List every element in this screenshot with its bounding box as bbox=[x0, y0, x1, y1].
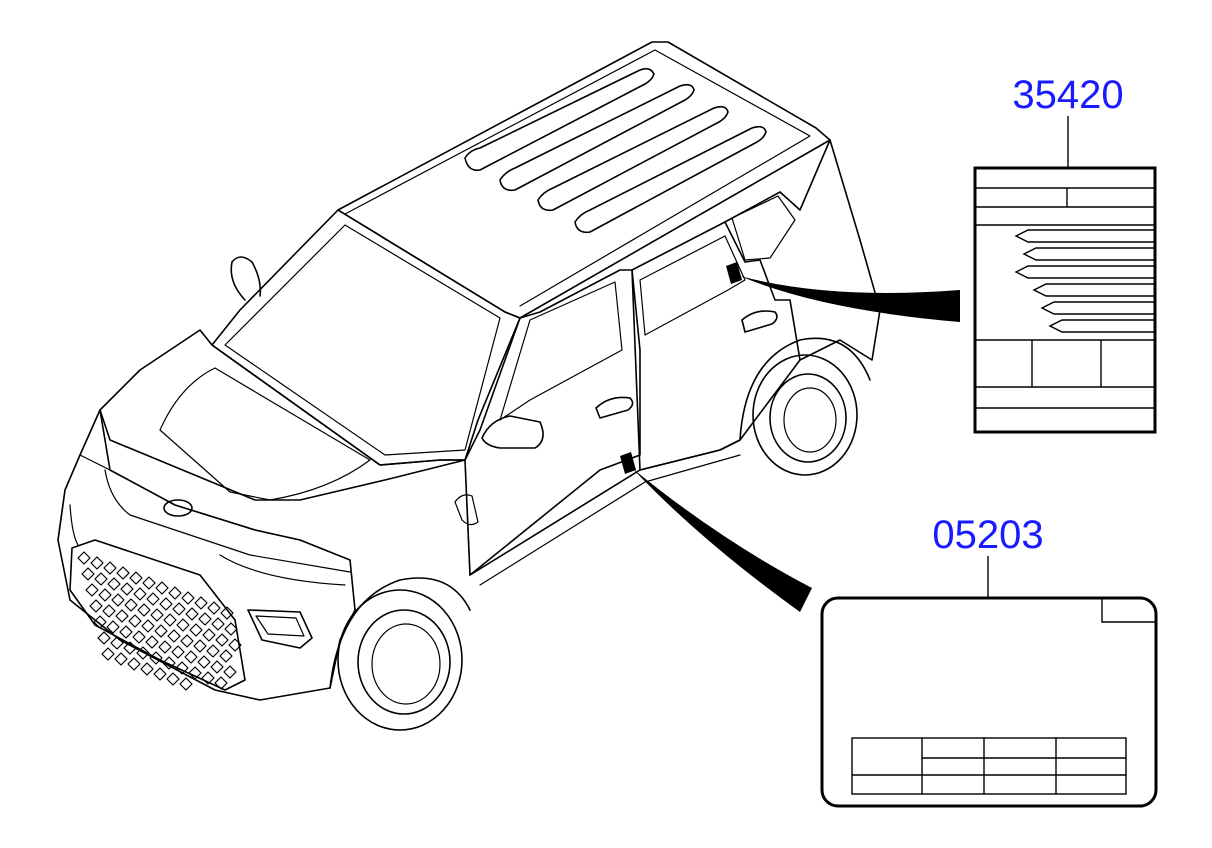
label-location-marker-05203 bbox=[620, 452, 636, 474]
label-35420-diagram: 35420 bbox=[973, 73, 1157, 434]
leader-line-35420 bbox=[740, 276, 960, 322]
part-number-35420: 35420 bbox=[1012, 73, 1123, 117]
grille-mesh bbox=[77, 551, 242, 691]
vehicle-illustration bbox=[57, 41, 881, 731]
label-location-marker-35420 bbox=[726, 262, 742, 284]
label-05203-diagram: 05203 bbox=[820, 513, 1158, 808]
leader-line-05203 bbox=[632, 468, 812, 612]
part-number-05203: 05203 bbox=[932, 513, 1043, 557]
